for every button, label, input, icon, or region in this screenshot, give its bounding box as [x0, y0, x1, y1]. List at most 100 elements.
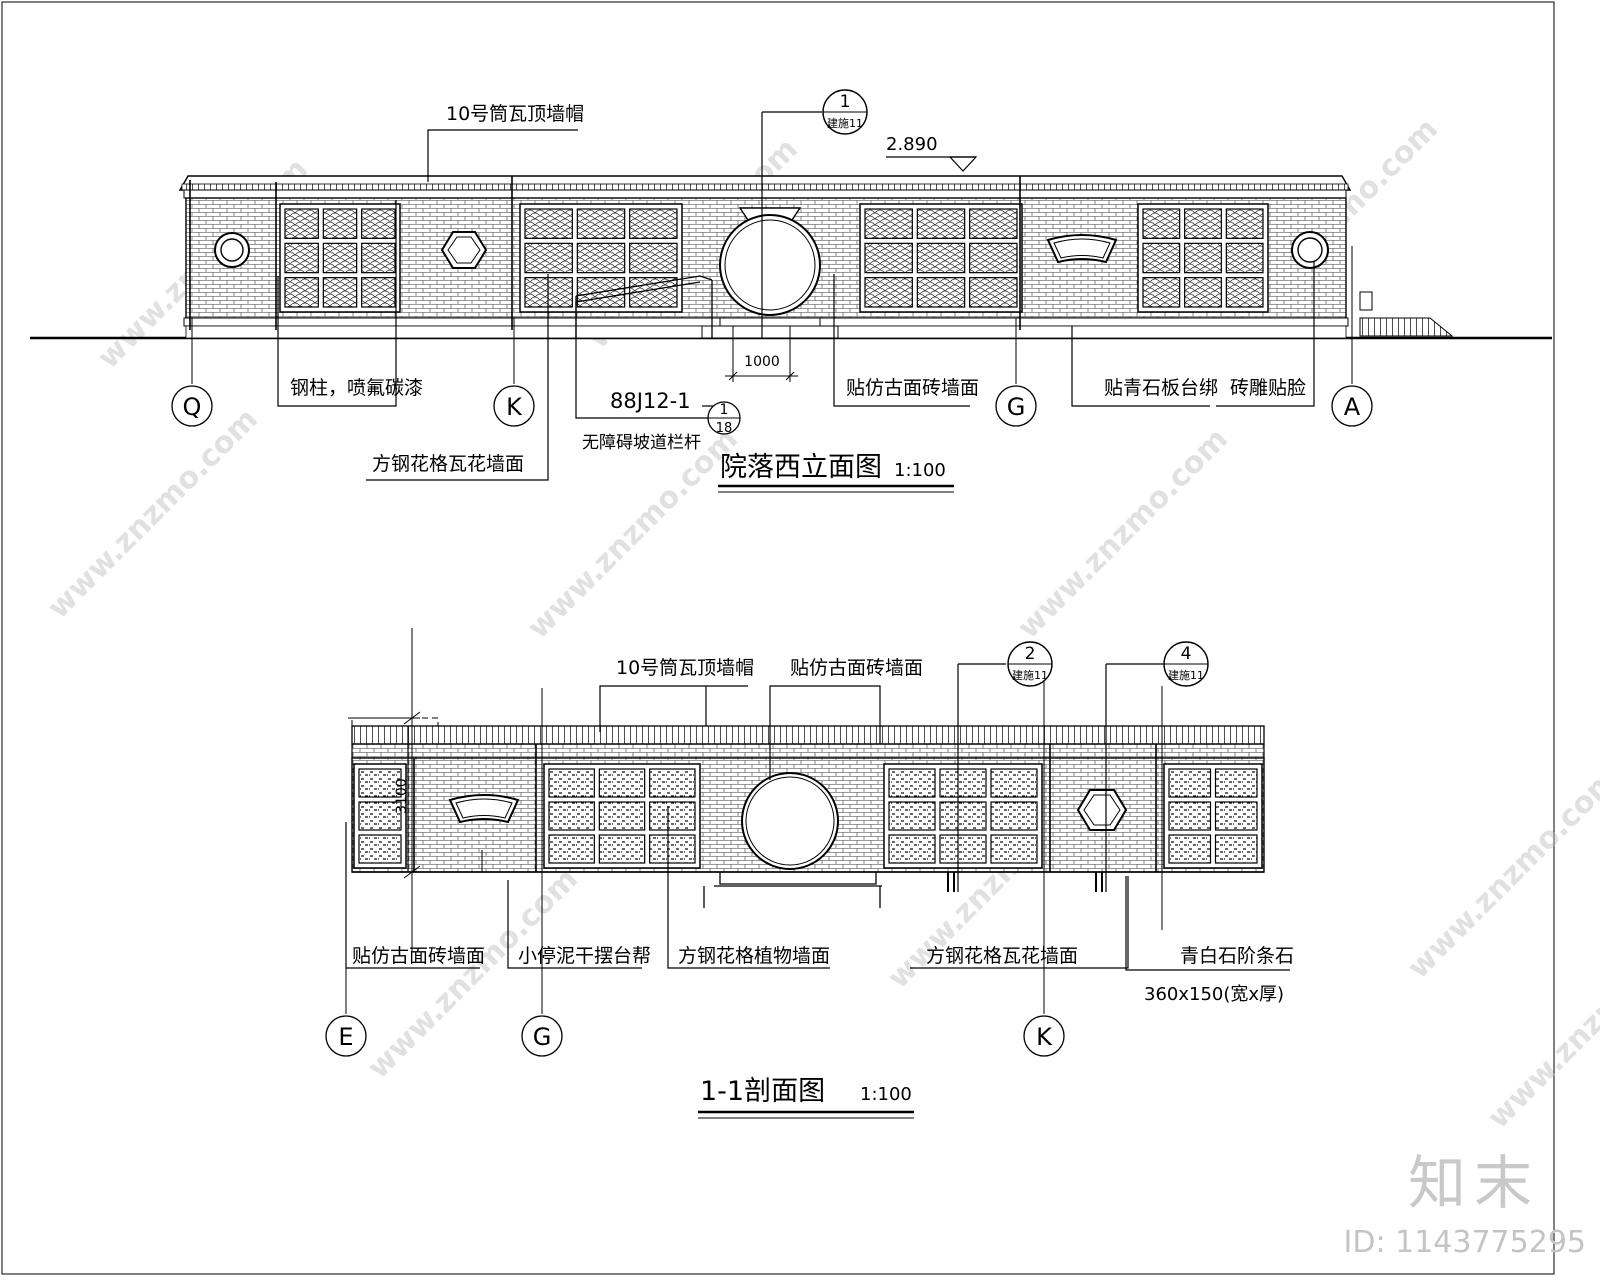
- svg-text:建施11: 建施11: [1168, 668, 1204, 682]
- section-note-plant-grille: 方钢花格植物墙面: [678, 945, 830, 967]
- grille-cell: [361, 242, 396, 274]
- grille-cell: [284, 242, 319, 274]
- axis-label-a: A: [1344, 393, 1361, 421]
- grille-cell: [1168, 801, 1212, 831]
- axis-label-k2: K: [1036, 1023, 1053, 1051]
- grille-cell: [888, 768, 936, 798]
- svg-text:www.znzmo.com: www.znzmo.com: [521, 422, 745, 646]
- svg-text:18: 18: [716, 421, 733, 436]
- grille-cells: [284, 208, 1264, 308]
- svg-text:1: 1: [720, 402, 729, 418]
- grille-cell: [939, 801, 987, 831]
- axis-label-g: G: [1007, 393, 1026, 421]
- svg-text:www.znzmo.com: www.znzmo.com: [1401, 762, 1600, 986]
- grille-cell: [1142, 208, 1181, 239]
- svg-text:www.znzmo.com: www.znzmo.com: [1011, 422, 1235, 646]
- section-roof-cap: [351, 725, 1265, 745]
- detail-callout-2: 2 建施11: [957, 641, 1053, 892]
- grille-cell: [1225, 277, 1264, 308]
- grille-cell: [629, 242, 678, 274]
- elevation-title: 院落西立面图: [720, 452, 882, 483]
- grille-cell: [629, 277, 678, 308]
- section-scale: 1:100: [860, 1084, 912, 1105]
- west-elevation: 2.890 1 建施11 1000: [30, 89, 1552, 493]
- note-grille-wall: 方钢花格瓦花墙面: [372, 453, 524, 475]
- detail-callout-1: 1 建施11: [761, 89, 868, 338]
- grille-cell: [1142, 242, 1181, 274]
- grille-cell: [598, 768, 646, 798]
- grille-cell: [524, 208, 573, 239]
- grille-cell: [1214, 801, 1258, 831]
- grille-cell: [598, 834, 646, 864]
- grille-cell: [990, 801, 1038, 831]
- grille-cell: [969, 208, 1018, 239]
- elevation-scale: 1:100: [894, 460, 946, 481]
- grille-cell: [361, 277, 396, 308]
- grille-cell: [524, 242, 573, 274]
- grille-cell: [524, 277, 573, 308]
- svg-text:www.znzmo.com: www.znzmo.com: [1481, 912, 1600, 1136]
- grille-cell: [322, 242, 358, 274]
- grille-cell: [598, 801, 646, 831]
- grille-cell: [1214, 834, 1258, 864]
- grille-cell: [990, 768, 1038, 798]
- grille-cell: [649, 801, 696, 831]
- grille-cell: [864, 208, 913, 239]
- grille-cell: [969, 242, 1018, 274]
- axis-label-q: Q: [183, 393, 202, 421]
- moon-gate: [701, 207, 839, 339]
- section-note-grille-wall: 方钢花格瓦花墙面: [926, 945, 1078, 967]
- detail-callout-4: 4 建施11: [1105, 641, 1209, 892]
- section-axis-bubbles: E G K: [325, 1015, 1065, 1057]
- section-note-mortar-plinth: 小停泥干摆台帮: [518, 945, 651, 967]
- grille-cell: [1225, 242, 1264, 274]
- note-brick-wall: 贴仿古面砖墙面: [846, 377, 979, 399]
- svg-text:1: 1: [840, 92, 851, 112]
- note-ramp-rail: 无障碍坡道栏杆: [582, 433, 701, 453]
- grille-cell: [864, 242, 913, 274]
- grille-cell: [548, 801, 595, 831]
- axis-label-g2: G: [533, 1023, 552, 1051]
- svg-text:2: 2: [1025, 644, 1036, 664]
- height-dimension: [348, 628, 421, 952]
- grille-cell: [1184, 242, 1222, 274]
- grille-cell: [888, 801, 936, 831]
- grille-cell: [322, 208, 358, 239]
- grille-cell: [1142, 277, 1181, 308]
- note-stone-plinth: 贴青石板台绑: [1104, 377, 1218, 399]
- section-note-brick-bottom: 贴仿古面砖墙面: [352, 945, 485, 967]
- ornament-windows: [214, 231, 1329, 269]
- axis-label-k: K: [506, 393, 523, 421]
- svg-text:建施11: 建施11: [1012, 668, 1048, 682]
- section-note-brick-top: 贴仿古面砖墙面: [790, 657, 923, 679]
- grille-cell: [939, 768, 987, 798]
- elevation-marker: 2.890: [886, 134, 978, 172]
- grille-cell: [1184, 208, 1222, 239]
- grille-cell: [284, 277, 319, 308]
- section-note-roof-cap: 10号筒瓦顶墙帽: [616, 657, 754, 679]
- standard-ref: 88J12-1: [610, 389, 691, 413]
- grille-cell: [888, 834, 936, 864]
- grille-cell: [916, 277, 966, 308]
- section-note-stone-step: 青白石阶条石: [1180, 945, 1294, 967]
- ramp-callout: 1 18: [707, 401, 741, 436]
- grille-cell: [916, 208, 966, 239]
- note-steel-column: 钢柱，喷氟碳漆: [290, 377, 423, 399]
- grille-cell: [649, 834, 696, 864]
- grille-cell: [629, 208, 678, 239]
- width-dimension: [725, 326, 798, 382]
- grille-cell: [1168, 768, 1212, 798]
- grille-cell: [358, 834, 402, 864]
- grille-cell: [548, 834, 595, 864]
- grille-cell: [939, 834, 987, 864]
- grille-cell: [361, 208, 396, 239]
- grille-cell: [649, 768, 696, 798]
- grille-cell: [284, 208, 319, 239]
- watermark-brand: 知末: [1407, 1149, 1540, 1217]
- svg-text:1000: 1000: [744, 354, 780, 370]
- section-note-stone-size: 360x150(宽x厚): [1144, 984, 1284, 1005]
- grille-cell: [548, 768, 595, 798]
- section-ornaments: [448, 772, 1128, 870]
- grille-cell: [358, 801, 402, 831]
